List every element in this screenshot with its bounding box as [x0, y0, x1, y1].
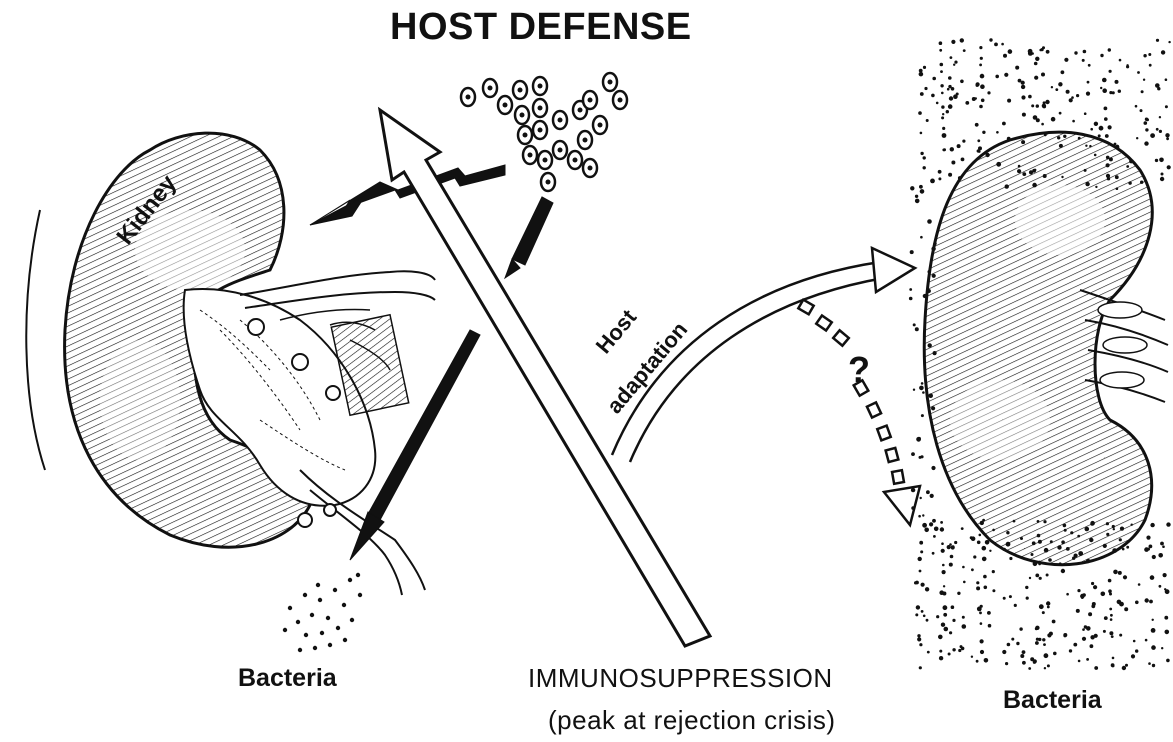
uncertain-path-arrow	[798, 300, 920, 525]
right-kidney	[924, 132, 1168, 564]
bacteria-label-left: Bacteria	[238, 664, 337, 693]
bacteria-dots-left	[283, 573, 362, 652]
question-mark: ?	[848, 349, 870, 390]
left-edge-arc	[26, 210, 45, 470]
immunosuppression-label: IMMUNOSUPPRESSION	[528, 663, 833, 694]
host-label: Host	[591, 304, 642, 358]
bacteria-label-right: Bacteria	[1003, 686, 1102, 715]
rejection-crisis-note: (peak at rejection crisis)	[548, 705, 836, 736]
diagram-title: HOST DEFENSE	[390, 6, 692, 49]
